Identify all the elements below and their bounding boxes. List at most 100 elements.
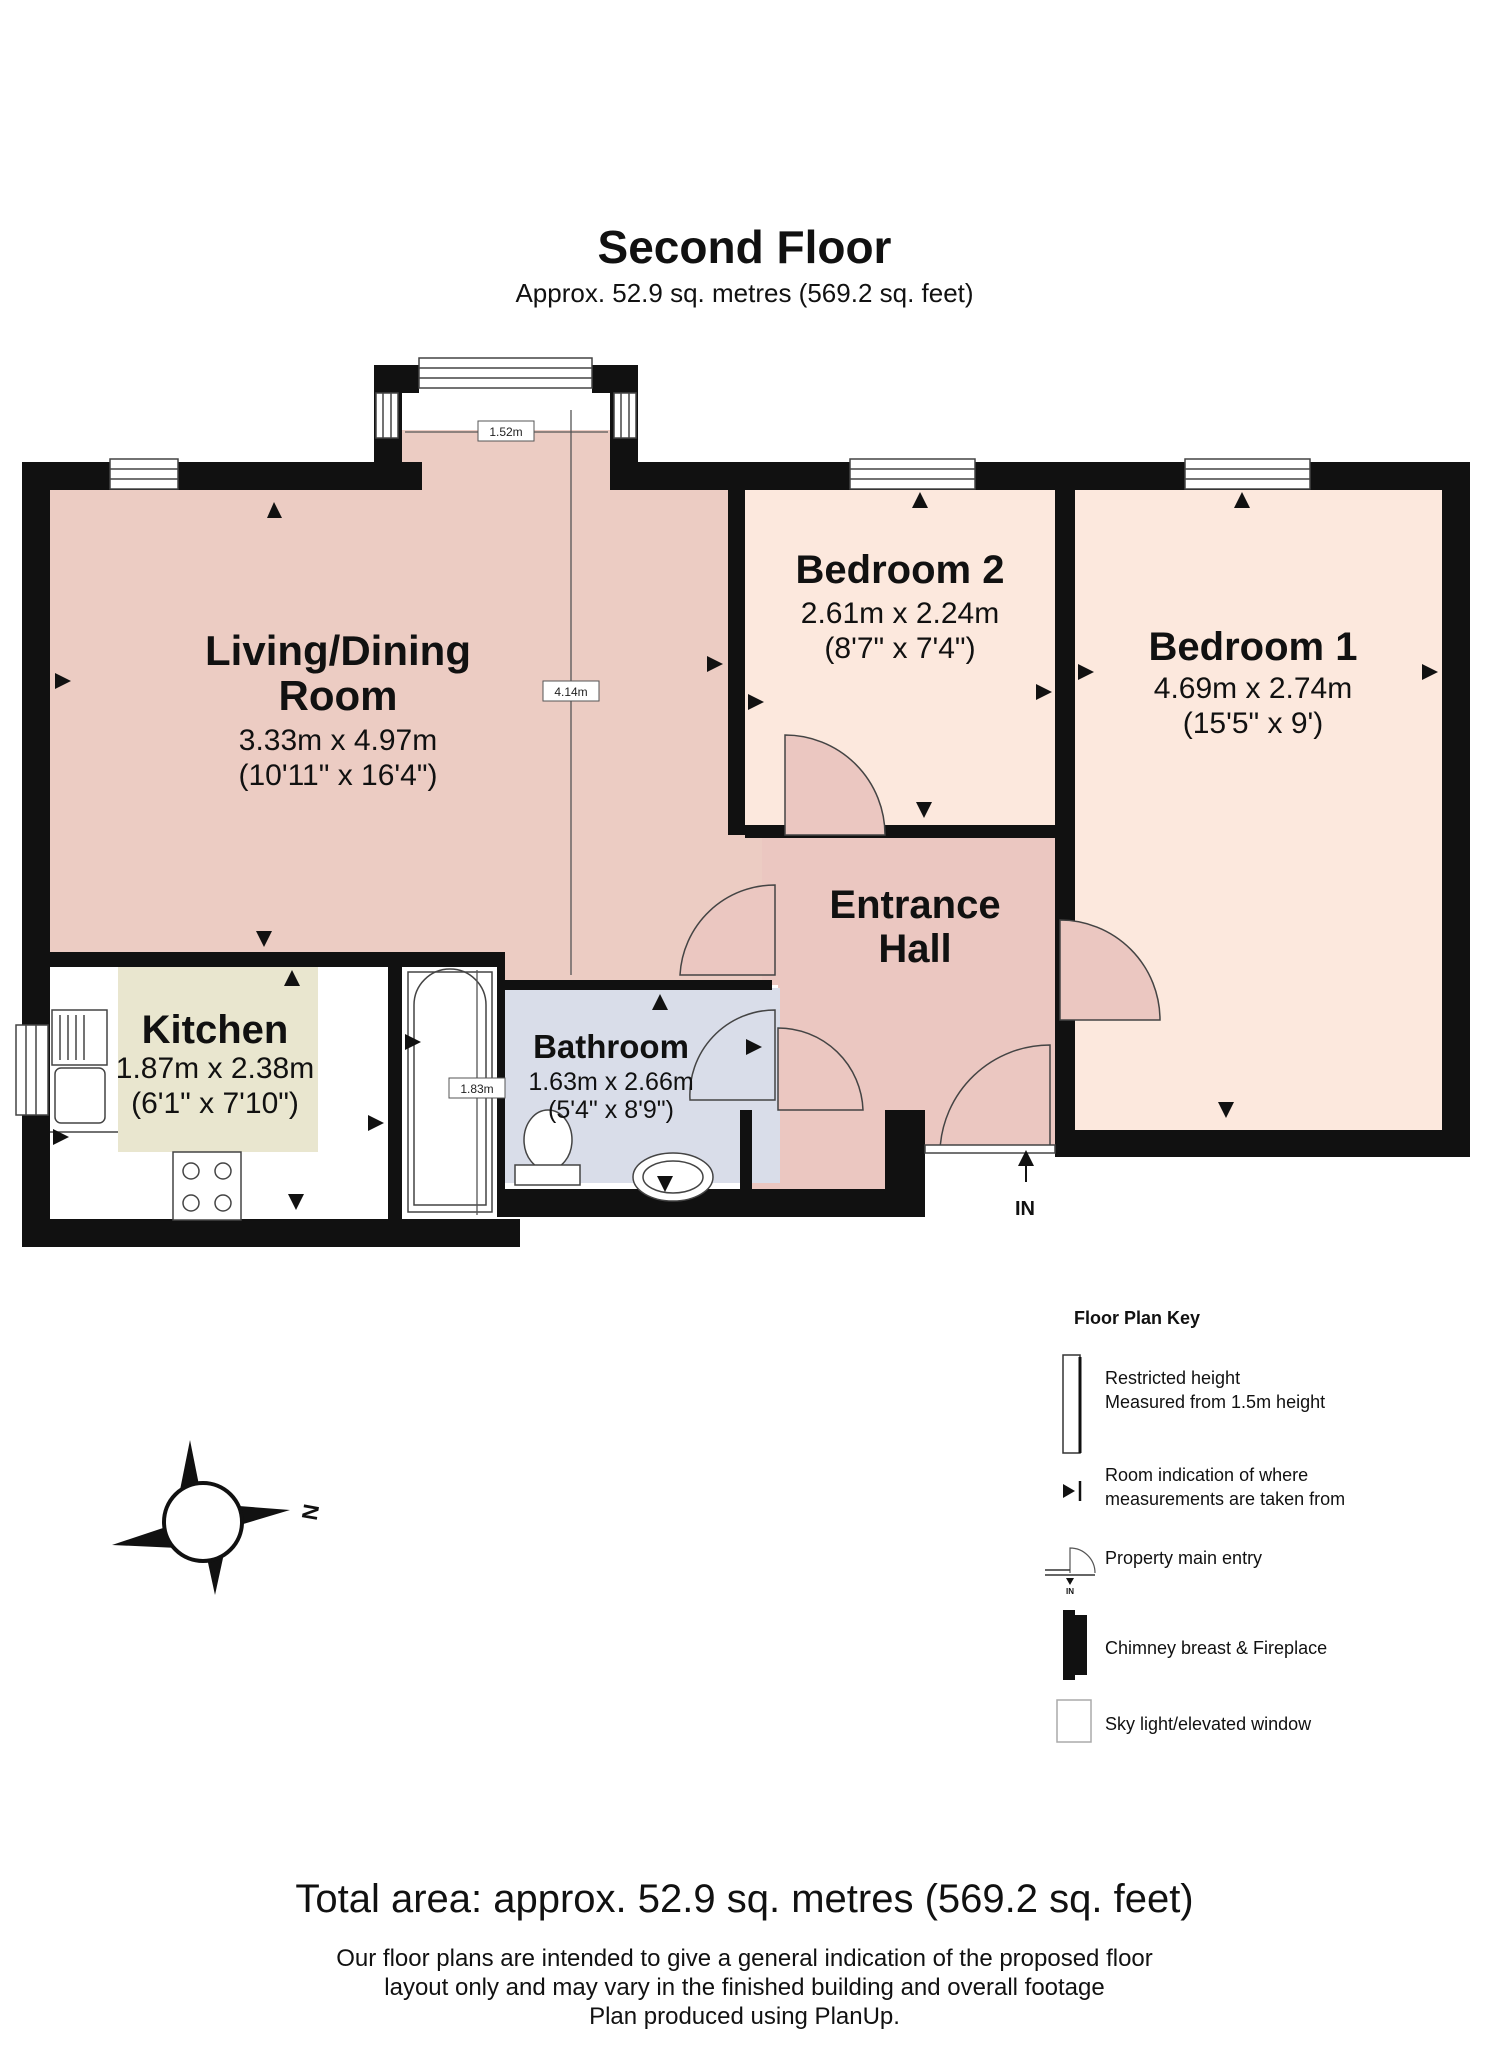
arrow-bath-bottom <box>657 1176 673 1192</box>
kitchen-size-m: 1.87m x 2.38m <box>116 1052 314 1085</box>
arrow-bed1-top <box>1234 492 1250 508</box>
living-room-name-line1: Living/Dining <box>205 627 471 674</box>
key-entry-icon-label: IN <box>1066 1587 1074 1596</box>
hob <box>172 1151 242 1221</box>
room-fills <box>50 430 1445 1217</box>
living-bed2-wall <box>728 490 745 835</box>
window-bay-top <box>418 357 593 389</box>
disclaimer-line1: Our floor plans are intended to give a g… <box>336 1945 1153 1972</box>
key-item-line2: Measured from 1.5m height <box>1105 1392 1326 1412</box>
bedroom1-size-ft: (15'5" x 9') <box>1183 707 1324 740</box>
bed2-bed1-wall <box>1055 462 1075 1157</box>
basin-inner <box>642 1160 704 1194</box>
sink-drainer <box>51 1009 108 1066</box>
kitchen-beige-fill <box>118 967 318 1152</box>
bedroom1-size-m: 4.69m x 2.74m <box>1154 672 1352 705</box>
hall-bottom-right-wall <box>885 1110 925 1217</box>
arrow-bath-left <box>405 1034 421 1050</box>
arrow-living-left <box>55 673 71 689</box>
basin <box>632 1152 714 1202</box>
window-bay-right <box>613 392 637 439</box>
arrow-kitchen-bottom <box>288 1194 304 1210</box>
bedroom2-name: Bedroom 2 <box>796 548 1005 592</box>
key-item-skylight: Sky light/elevated window <box>1105 1714 1312 1734</box>
bath-length-label-box <box>448 1077 506 1099</box>
bedroom1-fill <box>1075 490 1445 1130</box>
bottom-wall-middle <box>500 1189 925 1217</box>
kitchen-size-ft: (6'1" x 7'10") <box>131 1087 299 1120</box>
top-wall-right <box>610 462 1470 490</box>
bath-length-label: 1.83m <box>460 1082 493 1096</box>
bathtub-inner <box>413 968 487 1206</box>
living-room-size-ft: (10'11" x 16'4") <box>239 759 438 792</box>
window-living <box>109 458 179 490</box>
left-wall <box>22 462 50 1247</box>
window-kitchen <box>15 1024 49 1116</box>
bathroom-size-m: 1.63m x 2.66m <box>528 1068 693 1096</box>
living-room-name-line2: Room <box>279 672 398 719</box>
hall-name-line1: Entrance <box>829 883 1000 927</box>
key-item-line1: Restricted height <box>1105 1368 1241 1388</box>
measurement-arrows <box>53 492 1438 1210</box>
bay-width-label: 1.52m <box>489 425 522 439</box>
door-cupboard <box>777 1027 864 1111</box>
arrow-bed1-left <box>1078 664 1094 680</box>
key-chimney-icon <box>1063 1610 1087 1680</box>
compass-icon: N <box>112 1440 324 1595</box>
key-measurement-arrow-icon <box>1063 1481 1082 1501</box>
arrow-kitchen-left <box>53 1129 69 1145</box>
window-bedroom2 <box>849 458 976 490</box>
key-item-chimney: Chimney breast & Fireplace <box>1105 1638 1328 1658</box>
bay-width-label-box <box>477 420 535 442</box>
kitchen-top-wall <box>50 952 505 967</box>
sink-bowl <box>54 1067 106 1124</box>
living-room-size-m: 3.33m x 4.97m <box>239 724 437 757</box>
key-icons: IN <box>1045 1354 1096 1743</box>
key-item-entry: Property main entry <box>1105 1548 1263 1568</box>
toilet-cistern <box>514 1164 581 1186</box>
arrow-bed2-bottom <box>916 802 932 818</box>
windows <box>15 357 1311 1116</box>
floor-title: Second Floor <box>597 221 892 273</box>
living-top-wall-left <box>22 462 422 490</box>
arrow-bed2-top <box>912 492 928 508</box>
entrance-threshold <box>924 1144 1056 1154</box>
bath-hall-wall <box>740 1110 752 1200</box>
door-bedroom2 <box>784 734 886 836</box>
key-item-line1: Room indication of where <box>1105 1465 1309 1485</box>
hall-name-line2: Hall <box>878 927 951 971</box>
arrow-bed2-right <box>1036 684 1052 700</box>
arrow-kitchen-right <box>368 1115 384 1131</box>
bottom-wall-left <box>22 1219 520 1247</box>
arrow-bath-right <box>746 1039 762 1055</box>
window-bedroom1 <box>1184 458 1311 490</box>
bedroom1-bottom-wall <box>1055 1130 1470 1157</box>
bedroom2-size-ft: (8'7" x 7'4") <box>824 632 975 665</box>
entry-label: IN <box>1015 1198 1035 1220</box>
bath-top-wall <box>500 980 772 990</box>
room-labels: Living/Dining Room 3.33m x 4.97m (10'11"… <box>116 548 1358 1220</box>
door-bathroom <box>689 1009 776 1101</box>
key-entry-icon: IN <box>1045 1547 1096 1596</box>
bedroom1-name: Bedroom 1 <box>1149 625 1358 669</box>
right-wall <box>1442 462 1470 1157</box>
floor-area: Approx. 52.9 sq. metres (569.2 sq. feet) <box>515 278 974 308</box>
disclaimer-line3: Plan produced using PlanUp. <box>589 2003 900 2030</box>
arrow-living-bottom <box>256 931 272 947</box>
door-living <box>679 884 776 976</box>
arrow-bed2-left <box>748 694 764 710</box>
arrow-living-right <box>707 656 723 672</box>
living-room-fill <box>50 430 762 985</box>
kitchen-name: Kitchen <box>142 1008 289 1052</box>
doors <box>679 734 1161 1154</box>
arrow-bath-top <box>652 994 668 1010</box>
kitchen-bath-wall <box>388 967 402 1219</box>
compass-north-label: N <box>297 1502 324 1522</box>
key-item-measurement: Room indication of where measurements ar… <box>1105 1463 1345 1511</box>
arrow-entry <box>1018 1150 1034 1166</box>
bay-top-left <box>374 365 419 393</box>
total-area: Total area: approx. 52.9 sq. metres (569… <box>295 1877 1194 1921</box>
arrow-kitchen-top <box>284 970 300 986</box>
living-height-label: 4.14m <box>554 685 587 699</box>
